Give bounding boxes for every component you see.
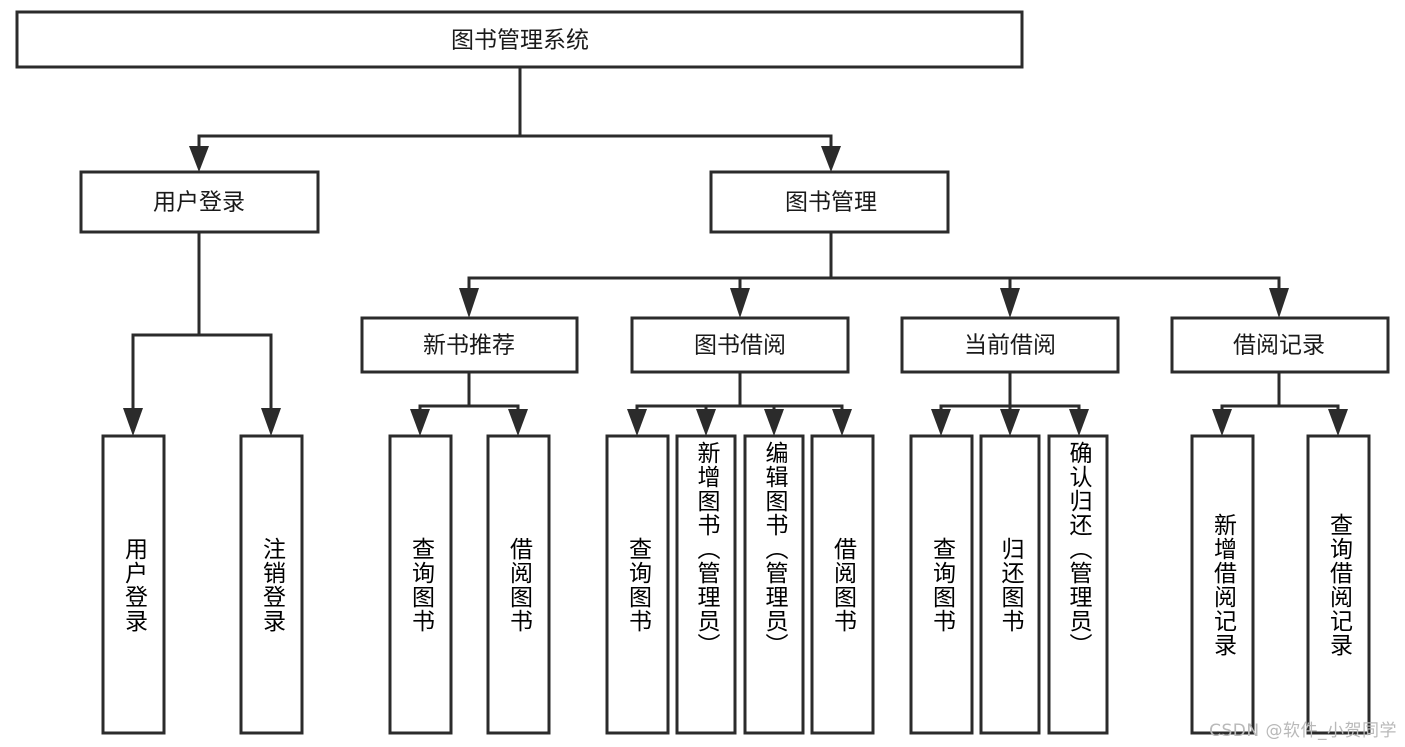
node-box-current-borrow[interactable] [900, 316, 1120, 374]
arrowhead-leaf-borrow-book-1 [508, 409, 528, 436]
arrowhead-book-borrow [730, 288, 750, 318]
node-box-leaf-logout-login[interactable] [239, 434, 304, 735]
node-label-user-login: 用户登录 [153, 190, 245, 216]
node-box-leaf-query-book-3[interactable] [909, 434, 974, 735]
arrowhead-leaf-borrow-book-2 [832, 409, 852, 436]
arrowhead-leaf-logout-login [261, 408, 281, 436]
arrowhead-book-manage [821, 146, 841, 172]
node-box-borrow-record[interactable] [1170, 316, 1390, 374]
connector-group-current-borrow [931, 370, 1089, 436]
node-label-book-manage: 图书管理 [785, 190, 877, 216]
node-label-current-borrow: 当前借阅 [964, 333, 1056, 359]
node-box-root[interactable] [15, 10, 1024, 69]
arrowhead-leaf-query-book-1 [410, 409, 430, 436]
arrowhead-leaf-query-record [1328, 409, 1348, 436]
node-label-new-book-recommend: 新书推荐 [423, 333, 515, 359]
arrowhead-leaf-query-book-3 [931, 409, 951, 436]
node-label-root: 图书管理系统 [451, 28, 589, 54]
arrowhead-leaf-query-book-2 [627, 409, 647, 436]
node-box-new-book-recommend[interactable] [360, 316, 579, 374]
connector-group-borrow-record [1212, 370, 1348, 436]
arrowhead-borrow-record [1269, 288, 1289, 318]
node-box-leaf-add-record[interactable] [1190, 434, 1255, 735]
connector-group-root [189, 65, 841, 172]
node-box-leaf-return-book[interactable] [979, 434, 1041, 735]
node-label-borrow-record: 借阅记录 [1233, 333, 1325, 359]
node-box-book-borrow[interactable] [630, 316, 850, 374]
node-box-user-login[interactable] [79, 170, 320, 234]
arrowhead-leaf-add-book [696, 409, 716, 436]
arrowhead-leaf-return-book [1000, 409, 1020, 436]
node-box-leaf-query-record[interactable] [1306, 434, 1371, 735]
node-box-leaf-confirm-return[interactable] [1047, 434, 1109, 735]
connector-group-user-login [123, 230, 281, 436]
node-box-book-manage[interactable] [709, 170, 950, 234]
arrowhead-current-borrow [1000, 288, 1020, 318]
node-box-leaf-borrow-book-2[interactable] [810, 434, 875, 735]
arrowhead-leaf-user-login [123, 408, 143, 436]
arrowhead-new-book-recommend [459, 288, 479, 318]
node-box-leaf-borrow-book-1[interactable] [486, 434, 551, 735]
watermark-text: CSDN @软件_小贺同学 [1209, 721, 1397, 741]
connector-group-book-borrow [627, 370, 852, 436]
node-box-leaf-query-book-1[interactable] [388, 434, 453, 735]
connector-group-book-manage [459, 230, 1289, 318]
arrowhead-user-login [189, 146, 209, 172]
node-box-leaf-user-login[interactable] [101, 434, 166, 735]
node-box-leaf-add-book[interactable] [675, 434, 737, 735]
node-box-leaf-query-book-2[interactable] [605, 434, 670, 735]
arrowhead-leaf-edit-book [764, 409, 784, 436]
arrowhead-leaf-confirm-return [1069, 409, 1089, 436]
connector-group-new-book-recommend [410, 370, 528, 436]
arrowhead-leaf-add-record [1212, 409, 1232, 436]
node-box-leaf-edit-book[interactable] [743, 434, 805, 735]
node-label-book-borrow: 图书借阅 [694, 333, 786, 359]
